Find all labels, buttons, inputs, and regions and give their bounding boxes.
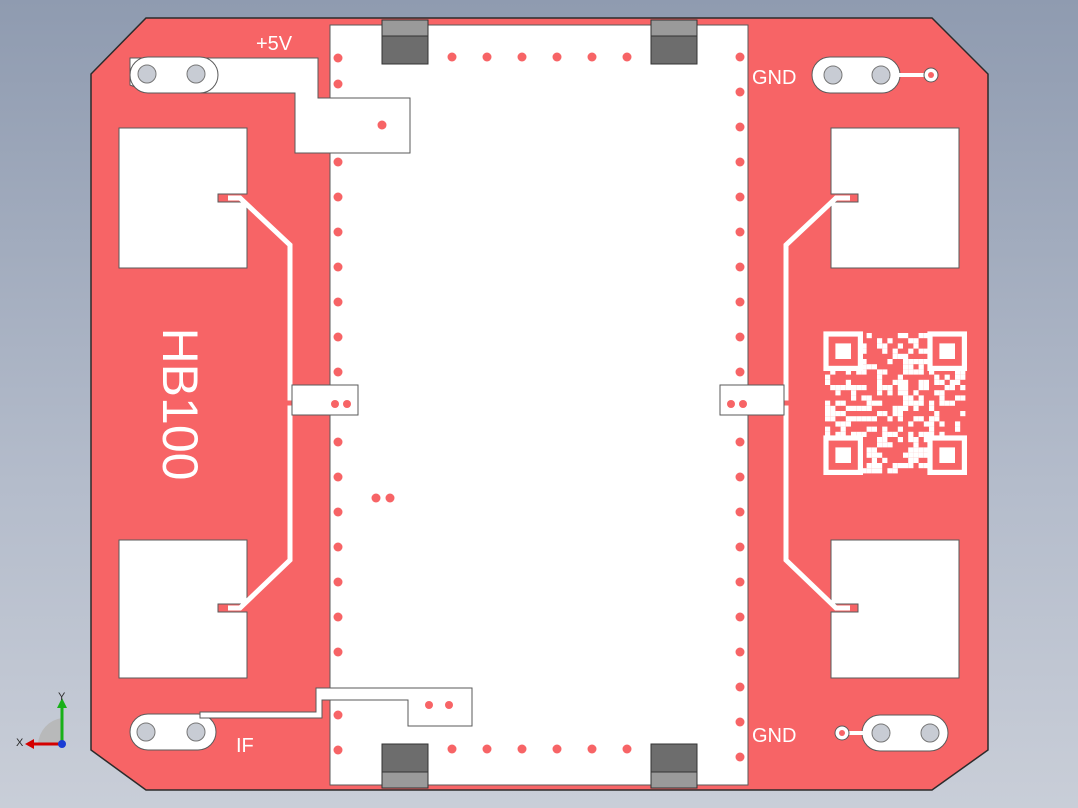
- antenna-patch-left-top: [118, 127, 248, 269]
- via: [735, 367, 745, 377]
- via: [735, 227, 745, 237]
- via: [735, 87, 745, 97]
- shield-vias: [333, 52, 745, 762]
- via: [333, 53, 343, 63]
- via: [333, 472, 343, 482]
- if-hole-2: [186, 722, 206, 742]
- via: [371, 493, 381, 503]
- via: [333, 612, 343, 622]
- via: [333, 577, 343, 587]
- via: [735, 717, 745, 727]
- triad-y-label: Y: [58, 691, 66, 703]
- via: [333, 192, 343, 202]
- qr-code-icon: [823, 331, 968, 476]
- via: [735, 682, 745, 692]
- via: [333, 297, 343, 307]
- via: [735, 52, 745, 62]
- via: [735, 262, 745, 272]
- via: [333, 332, 343, 342]
- via: [333, 542, 343, 552]
- via: [447, 52, 457, 62]
- antenna-patch-right-bottom: [830, 539, 960, 679]
- if-hole-1: [136, 722, 156, 742]
- gnd-top-hole-2: [871, 65, 891, 85]
- feed-pad-right: [719, 384, 785, 416]
- shield-clip-bottom-left: [381, 743, 429, 789]
- via: [425, 701, 433, 709]
- via: [727, 400, 735, 408]
- via: [333, 262, 343, 272]
- feed-pad-left: [291, 384, 359, 416]
- via: [735, 507, 745, 517]
- gnd-bottom-via-hole: [839, 730, 845, 736]
- via: [445, 701, 453, 709]
- via: [447, 744, 457, 754]
- board-title: HB100: [152, 328, 208, 481]
- shield-clip-top-right: [650, 19, 698, 65]
- shield-clip-top-left: [381, 19, 429, 65]
- via: [735, 612, 745, 622]
- vcc-hole-1: [137, 64, 157, 84]
- via: [333, 437, 343, 447]
- vcc-hole-2: [186, 64, 206, 84]
- via: [622, 52, 632, 62]
- via: [735, 192, 745, 202]
- via: [552, 744, 562, 754]
- via: [333, 227, 343, 237]
- label-gnd-top: GND: [752, 67, 796, 89]
- via: [377, 120, 387, 130]
- via: [739, 400, 747, 408]
- via: [735, 577, 745, 587]
- via: [735, 297, 745, 307]
- if-trace: [199, 687, 473, 727]
- triad-x-label: X: [16, 737, 24, 749]
- via: [552, 52, 562, 62]
- via: [333, 157, 343, 167]
- via: [482, 744, 492, 754]
- via: [333, 79, 343, 89]
- via: [333, 367, 343, 377]
- label-vcc: +5V: [256, 33, 293, 55]
- via: [517, 744, 527, 754]
- via: [333, 745, 343, 755]
- gnd-bottom-hole-2: [920, 723, 940, 743]
- view-triad-icon: Y X: [16, 691, 67, 749]
- via: [333, 647, 343, 657]
- via: [735, 437, 745, 447]
- via: [343, 400, 351, 408]
- label-gnd-bottom: GND: [752, 725, 796, 747]
- via: [333, 507, 343, 517]
- via: [333, 710, 343, 720]
- via: [587, 52, 597, 62]
- via: [331, 400, 339, 408]
- gnd-top-via-hole: [928, 72, 934, 78]
- gnd-bottom-hole-1: [871, 723, 891, 743]
- via: [735, 752, 745, 762]
- via: [587, 744, 597, 754]
- label-if: IF: [236, 735, 254, 757]
- antenna-patch-left-bottom: [118, 539, 248, 679]
- via: [517, 52, 527, 62]
- via: [735, 122, 745, 132]
- shield-clip-bottom-right: [650, 743, 698, 789]
- via: [735, 472, 745, 482]
- via: [735, 157, 745, 167]
- via: [385, 493, 395, 503]
- via: [622, 744, 632, 754]
- via: [735, 332, 745, 342]
- via: [735, 647, 745, 657]
- via: [735, 542, 745, 552]
- gnd-top-hole-1: [823, 65, 843, 85]
- via: [482, 52, 492, 62]
